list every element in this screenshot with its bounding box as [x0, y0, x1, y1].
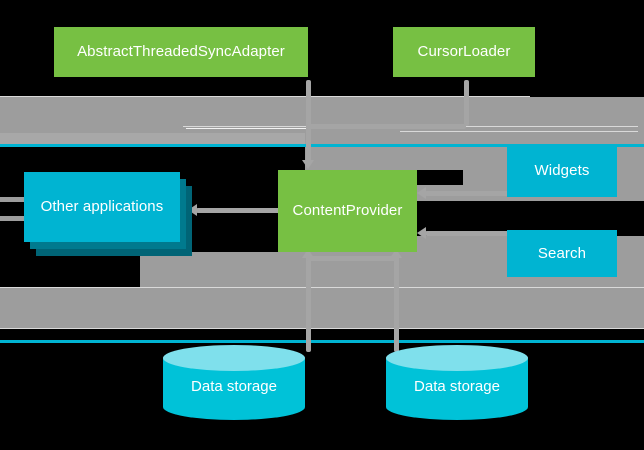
cylinder-top-ellipse-1 [163, 345, 305, 371]
arrowhead-datastorage1-up [302, 249, 314, 258]
node-label-cursorloader: CursorLoader [417, 43, 511, 61]
cyan-rule-upper [0, 144, 644, 147]
node-search[interactable]: Search [507, 230, 617, 277]
node-other-applications[interactable]: Other applications [24, 172, 180, 242]
node-data-storage-1[interactable]: Data storage [163, 345, 305, 420]
cylinder-top-ellipse-2 [386, 345, 528, 371]
node-label-data-storage-2: Data storage [414, 378, 500, 395]
arrow-datastorage1-to-contentprovider [306, 256, 311, 352]
node-data-storage-2[interactable]: Data storage [386, 345, 528, 420]
arrow-contentprovider-to-otherapps [196, 208, 282, 213]
node-cursorloader[interactable]: CursorLoader [393, 27, 535, 77]
connector-band-left-a [0, 197, 24, 202]
node-contentprovider[interactable]: ContentProvider [278, 170, 417, 252]
node-label-search: Search [537, 244, 587, 262]
node-label-abstractthreadedsyncadapter: AbstractThreadedSyncAdapter [77, 43, 285, 61]
node-label-widgets: Widgets [534, 161, 590, 179]
arrow-cursorloader-to-contentprovider [464, 80, 469, 126]
connector-hairline-top-c [186, 128, 400, 129]
connector-band-left-b [0, 216, 24, 221]
arrow-datastorage2-to-contentprovider [394, 256, 399, 352]
arrowhead-datastorage2-up [390, 249, 402, 258]
cyan-rule-lower [0, 340, 644, 343]
arrowhead-widgets-left [417, 187, 426, 199]
connector-hairline-bottom-a [0, 287, 644, 288]
arrowhead-otherapps-left [188, 204, 197, 216]
connector-hairline-top-a [0, 96, 530, 97]
node-abstractthreadedsyncadapter[interactable]: AbstractThreadedSyncAdapter [54, 27, 308, 77]
arrowhead-search-left [417, 227, 426, 239]
arrowhead-syncadapter-down [302, 160, 314, 169]
node-widgets[interactable]: Widgets [507, 144, 617, 197]
connector-hairline-bottom-b [0, 328, 644, 329]
arrow-search-to-contentprovider [425, 231, 509, 236]
connector-band-bottom [0, 288, 644, 328]
node-label-other-applications: Other applications [40, 198, 164, 216]
arrow-datastorage2-horizontal [306, 256, 396, 261]
arrow-widgets-to-contentprovider [425, 191, 509, 196]
node-label-data-storage-1: Data storage [191, 378, 277, 395]
node-label-contentprovider: ContentProvider [292, 202, 403, 220]
connector-hairline-top-d [400, 131, 638, 132]
arrow-syncadapter-to-contentprovider [306, 80, 311, 162]
arrow-cursorloader-horizontal [306, 124, 466, 129]
